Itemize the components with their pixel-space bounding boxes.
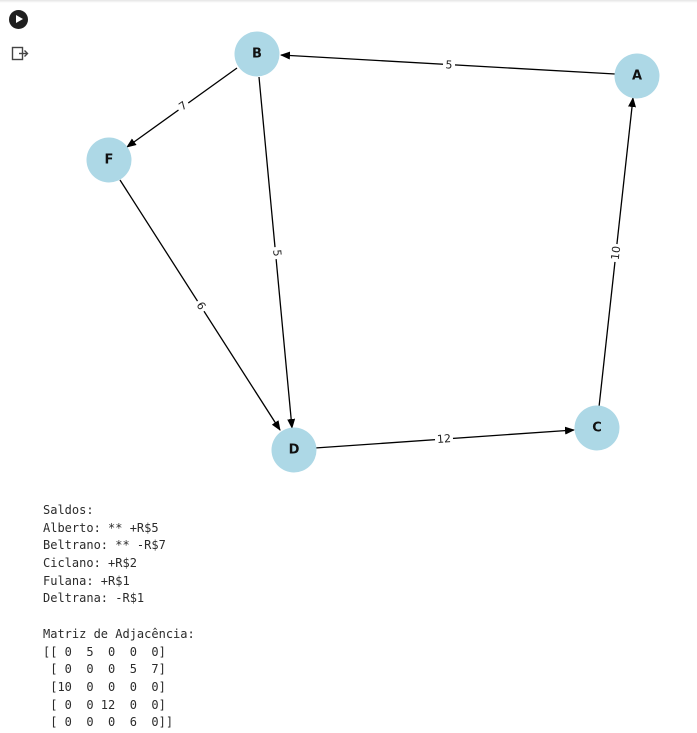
graph-plot: 5 7 5 6 12 10 A B — [86, 31, 660, 473]
edge-labels: 5 7 5 6 12 10 — [174, 57, 624, 447]
edge-label-c-a: 10 — [609, 245, 624, 260]
output-line: Fulana: +R$1 — [43, 573, 130, 588]
output-line: Saldos: — [43, 503, 94, 517]
output-line: Matriz de Adjacência: — [43, 626, 195, 641]
output-line: [ 0 0 12 0 0] — [43, 697, 166, 712]
output-redirect-icon[interactable] — [11, 46, 29, 62]
edge-label-d-c: 12 — [437, 432, 452, 446]
edge-label-b-d: 5 — [270, 249, 284, 257]
nodes: A B F D C — [86, 31, 660, 473]
output-line: Ciclano: +R$2 — [43, 556, 137, 571]
run-cell-button[interactable] — [9, 10, 28, 29]
node-label-b: B — [252, 47, 262, 62]
edge-label-a-b: 5 — [445, 58, 453, 71]
output-line: Beltrano: ** -R$7 — [43, 538, 166, 553]
output-line: [ 0 0 0 6 0]] — [43, 715, 174, 730]
cell-output-text: Saldos: Alberto: ** +R$5 Beltrano: ** -R… — [43, 502, 195, 732]
output-line: [10 0 0 0 0] — [43, 679, 166, 694]
node-c: C — [574, 405, 620, 451]
node-label-d: D — [289, 443, 300, 458]
cell-top-border — [0, 0, 697, 3]
output-line: [ 0 0 0 5 7] — [43, 662, 166, 677]
node-b: B — [234, 31, 280, 77]
node-d: D — [271, 427, 317, 473]
node-label-f: F — [105, 153, 114, 168]
play-icon — [16, 15, 23, 23]
output-line: Alberto: ** +R$5 — [43, 520, 159, 535]
output-line: [[ 0 5 0 0 0] — [43, 644, 166, 659]
node-label-a: A — [632, 69, 642, 84]
output-line — [43, 608, 195, 626]
output-line: Deltrana: -R$1 — [43, 591, 145, 606]
edges — [119, 51, 636, 449]
node-f: F — [86, 137, 132, 183]
node-label-c: C — [592, 421, 602, 436]
node-a: A — [614, 53, 660, 99]
